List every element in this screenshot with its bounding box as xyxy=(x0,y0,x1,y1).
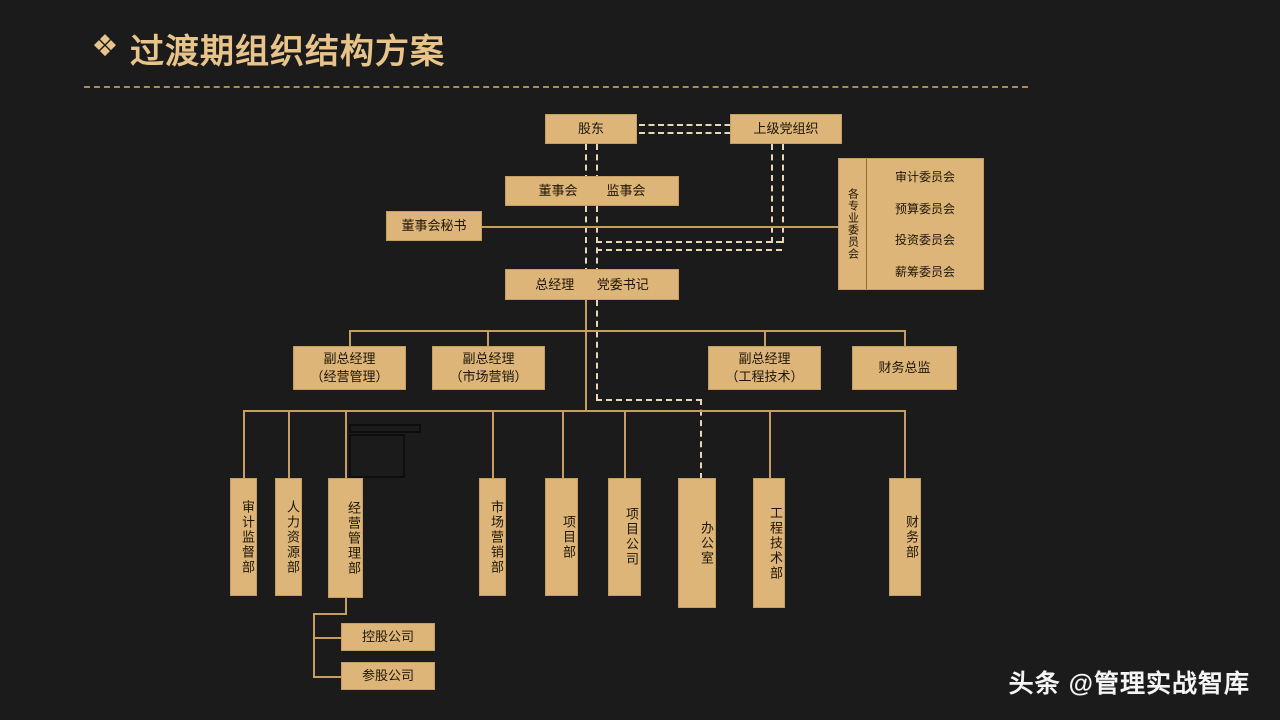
connector-vp-mkt-drop xyxy=(487,330,489,346)
node-label: 董事会秘书 xyxy=(401,218,467,234)
connector-drop-hr xyxy=(288,410,290,478)
node-dept-audit[interactable]: 审计监督部 xyxy=(230,478,257,596)
connector-drop-finance xyxy=(904,410,906,478)
node-label: 上级党组织 xyxy=(753,121,819,137)
connector-gm-party-to-office xyxy=(596,399,702,401)
node-label-supervisory: 监事会 xyxy=(606,183,646,199)
committee-group-label: 各专业委员会 xyxy=(839,159,867,289)
connector-gm-party-spine xyxy=(596,300,598,400)
node-dept-finance[interactable]: 财务部 xyxy=(889,478,921,596)
connector-drop-project xyxy=(562,410,564,478)
node-label: 经营管理部 xyxy=(346,500,361,576)
node-superior-party-org[interactable]: 上级党组织 xyxy=(730,114,842,144)
node-shareholders[interactable]: 股东 xyxy=(545,114,637,144)
connector-drop-operations xyxy=(345,410,347,478)
node-dept-project[interactable]: 项目部 xyxy=(545,478,578,596)
node-label: 项目公司 xyxy=(624,507,639,567)
node-label: 财务总监 xyxy=(878,360,931,376)
connector-shareholders-party-b xyxy=(639,132,740,134)
connector-cfo-drop xyxy=(904,330,906,346)
node-vp-operations[interactable]: 副总经理 （经营管理） xyxy=(293,346,406,390)
connector-vp-bus xyxy=(349,330,905,332)
node-label-gm: 总经理 xyxy=(535,276,575,292)
node-project-company[interactable]: 项目公司 xyxy=(608,478,641,596)
node-dept-office[interactable]: 办公室 xyxy=(678,478,716,608)
node-cfo[interactable]: 财务总监 xyxy=(852,346,957,390)
connector-vp-ops-drop xyxy=(349,330,351,346)
connector-party-down-b xyxy=(782,144,784,243)
connector-drop-marketing xyxy=(492,410,494,478)
watermark-brand: 头条 xyxy=(1008,670,1061,698)
node-label: 市场营销部 xyxy=(489,499,504,575)
node-equity-company[interactable]: 参股公司 xyxy=(341,662,435,690)
connector-shareholders-party-a xyxy=(639,124,740,126)
connector-party-down-a xyxy=(771,144,773,243)
list-item[interactable]: 投资委员会 xyxy=(894,233,955,248)
node-label-board: 董事会 xyxy=(538,183,578,199)
connector-subs-trunk xyxy=(313,613,315,676)
connector-dept-bus-left xyxy=(243,410,703,412)
connector-shareholders-down-b xyxy=(596,144,598,274)
node-label-line2: （工程技术） xyxy=(725,369,804,384)
node-dept-marketing[interactable]: 市场营销部 xyxy=(479,478,506,596)
connector-party-to-office-drop xyxy=(700,399,702,479)
node-general-manager-party-secretary[interactable]: 总经理 党委书记 xyxy=(505,269,679,300)
node-label-line1: 副总经理 xyxy=(462,351,515,367)
node-label-line1: 副总经理 xyxy=(738,351,791,367)
page-title: 过渡期组织结构方案 xyxy=(130,33,445,71)
node-vp-engineering[interactable]: 副总经理 （工程技术） xyxy=(708,346,821,390)
node-label: 参股公司 xyxy=(361,668,414,684)
watermark: 头条 @管理实战智库 xyxy=(1009,664,1250,700)
node-dept-operations[interactable]: 经营管理部 xyxy=(328,478,363,598)
node-board-supervisory[interactable]: 董事会 监事会 xyxy=(505,176,679,206)
node-label-line2: （市场营销） xyxy=(449,369,528,384)
connector-drop-engineering xyxy=(769,410,771,478)
connector-to-equity xyxy=(313,676,341,678)
list-item[interactable]: 薪筹委员会 xyxy=(894,264,955,279)
node-label-line1: 副总经理 xyxy=(323,351,376,367)
connector-ops-to-subs-left xyxy=(313,613,347,615)
connector-drop-audit xyxy=(243,410,245,478)
list-item[interactable]: 预算委员会 xyxy=(894,201,955,216)
node-label: 人力资源部 xyxy=(285,499,300,575)
connector-dept-bus-right xyxy=(700,410,905,412)
connector-to-holding xyxy=(313,637,341,639)
watermark-handle: @管理实战智库 xyxy=(1068,670,1250,698)
connector-vp-eng-drop xyxy=(764,330,766,346)
node-label-line2: （经营管理） xyxy=(310,369,389,384)
node-label: 财务部 xyxy=(904,514,919,560)
node-board-secretary[interactable]: 董事会秘书 xyxy=(386,211,482,241)
node-label: 办公室 xyxy=(699,520,714,566)
connector-secretary-to-committees xyxy=(480,226,840,228)
node-holding-company[interactable]: 控股公司 xyxy=(341,623,435,651)
node-label-party-secretary: 党委书记 xyxy=(596,276,649,292)
connector-drop-project-company xyxy=(624,410,626,478)
node-label: 控股公司 xyxy=(361,629,414,645)
node-label: 审计监督部 xyxy=(240,499,255,575)
title-divider xyxy=(84,86,1028,88)
connector-shareholders-down-a xyxy=(585,144,587,274)
list-item[interactable]: 审计委员会 xyxy=(894,170,955,185)
connector-ops-to-subs-down xyxy=(345,598,347,614)
committee-list: 审计委员会 预算委员会 投资委员会 薪筹委员会 xyxy=(867,159,983,289)
connector-party-left-a xyxy=(596,241,782,243)
connector-party-left-b xyxy=(596,249,782,251)
node-label: 项目部 xyxy=(561,514,576,560)
ghost-outline-b xyxy=(349,434,405,478)
ghost-outline-a xyxy=(349,424,421,433)
committee-panel[interactable]: 各专业委员会 审计委员会 预算委员会 投资委员会 薪筹委员会 xyxy=(838,158,984,290)
diamond-cluster-icon: ❖ xyxy=(91,30,119,63)
node-dept-engineering[interactable]: 工程技术部 xyxy=(753,478,785,608)
node-dept-hr[interactable]: 人力资源部 xyxy=(275,478,302,596)
node-label: 股东 xyxy=(577,121,604,137)
node-label: 工程技术部 xyxy=(768,505,783,581)
node-vp-marketing[interactable]: 副总经理 （市场营销） xyxy=(432,346,545,390)
connector-gm-spine xyxy=(585,300,587,412)
